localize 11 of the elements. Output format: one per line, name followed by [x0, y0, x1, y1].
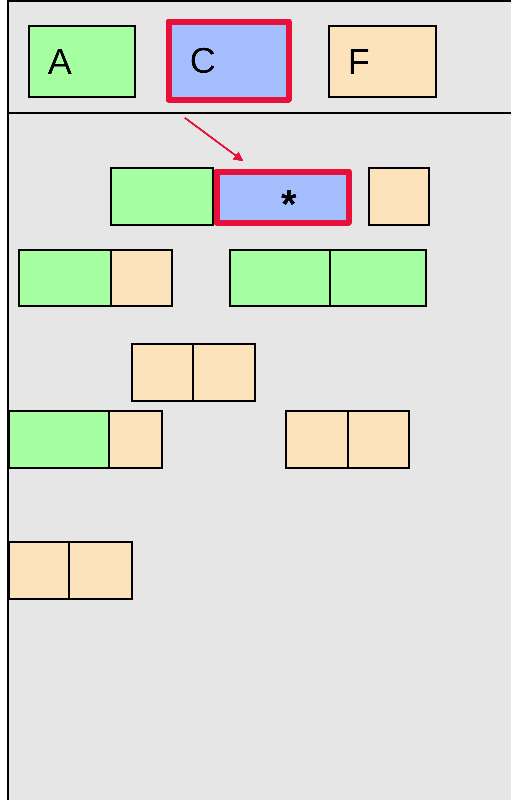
- label-box: [28, 25, 136, 98]
- box-letter: F: [348, 44, 370, 80]
- asterisk-mark: *: [280, 182, 297, 224]
- box-letter: C: [190, 43, 216, 79]
- label-box: [328, 25, 437, 98]
- empty-box: [368, 167, 430, 226]
- arrow: [184, 117, 244, 162]
- label-box: [166, 19, 292, 103]
- box-letter: A: [48, 44, 72, 80]
- empty-box: [108, 410, 163, 469]
- label-box: [214, 169, 352, 226]
